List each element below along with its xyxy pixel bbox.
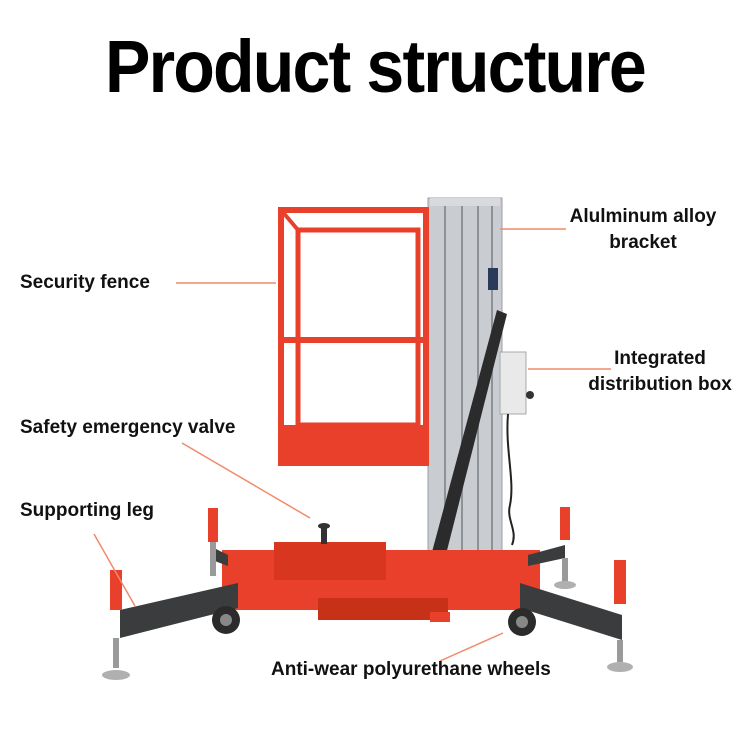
label-integrated-distribution-box: Integrated distribution box — [588, 348, 732, 395]
distribution-box — [499, 351, 534, 546]
label-security-fence: Security fence — [20, 272, 150, 293]
security-fence — [278, 207, 429, 466]
label-safety-emergency-valve: Safety emergency valve — [20, 417, 236, 438]
emergency-valve-knob — [318, 523, 330, 544]
stabilizer-jacks — [102, 507, 633, 680]
chassis-base — [222, 542, 540, 622]
polyurethane-wheels — [212, 606, 536, 636]
label-aluminum-alloy-bracket: Alulminum alloy bracket — [569, 206, 717, 253]
mast-support-strap — [425, 310, 507, 578]
label-supporting-leg: Supporting leg — [20, 500, 155, 521]
leader-lines — [93, 228, 611, 662]
page-title: Product structure — [105, 25, 647, 108]
aluminum-mast — [427, 197, 503, 579]
label-anti-wear-wheels: Anti-wear polyurethane wheels — [271, 659, 551, 680]
